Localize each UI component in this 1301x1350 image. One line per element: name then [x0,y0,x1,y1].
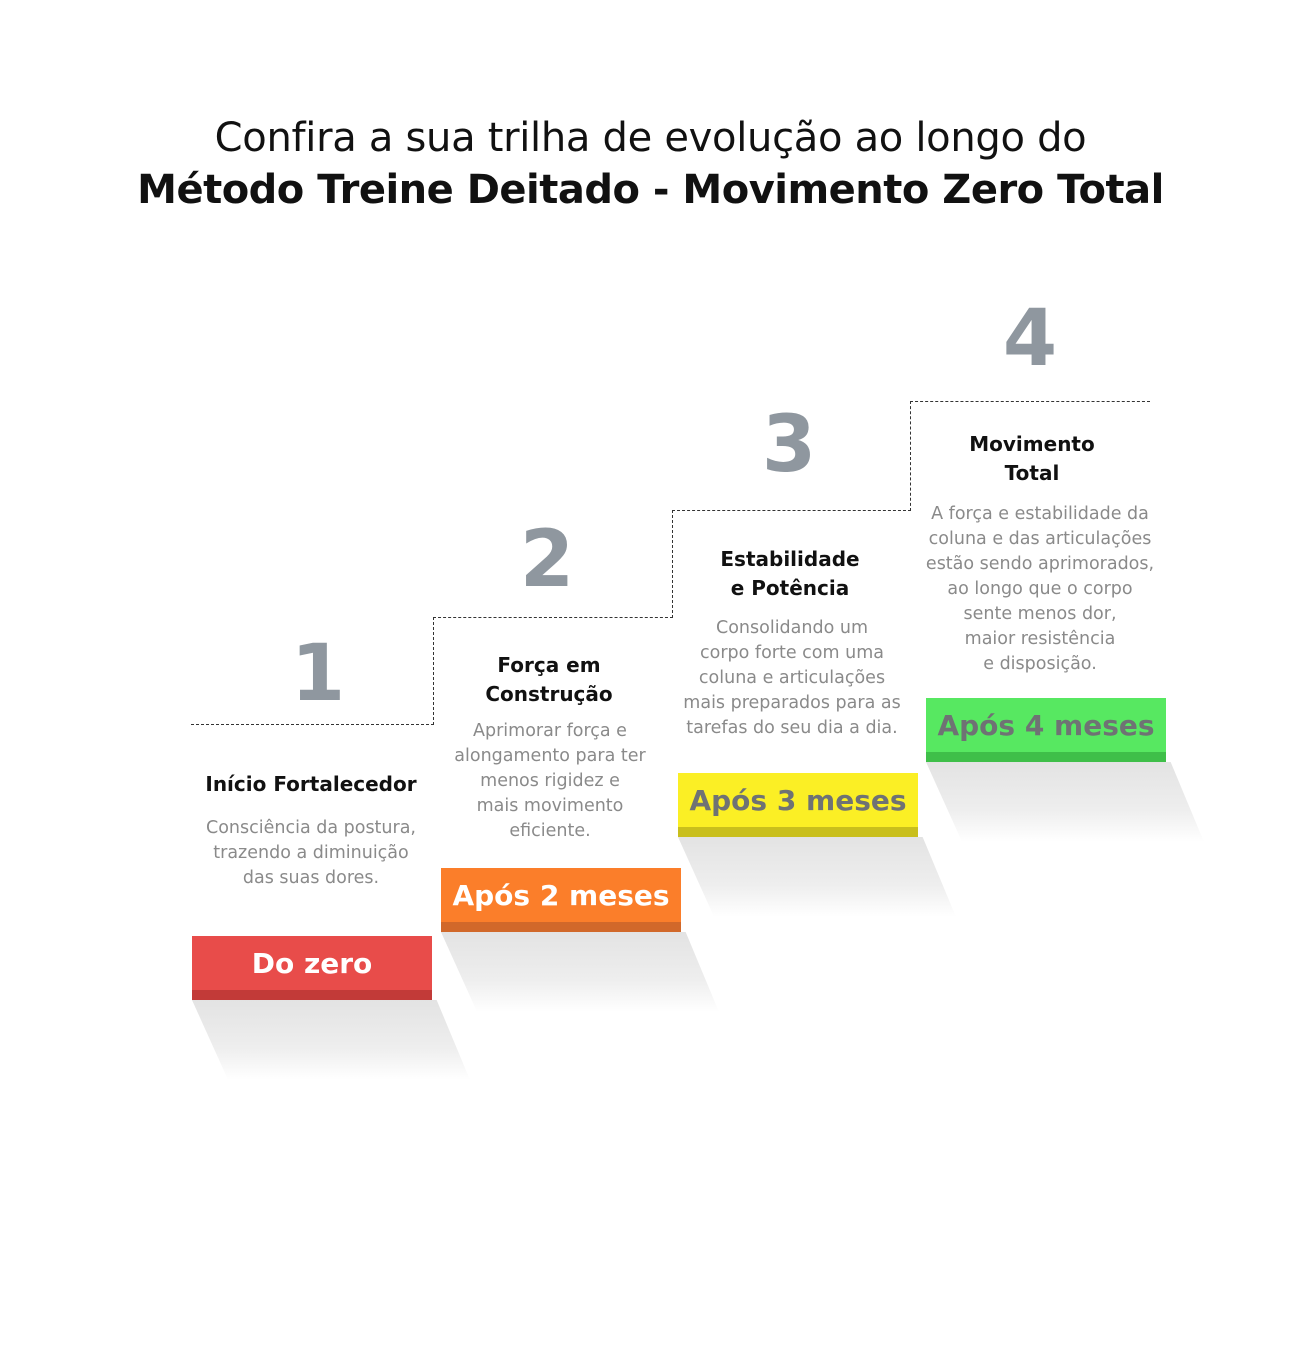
step-badge-foot [192,990,432,1000]
step-description: Aprimorar força e alongamento para ter m… [454,721,646,841]
step-badge-label: Do zero [251,947,373,980]
title-line-1: Confira a sua trilha de evolução ao long… [214,115,1087,161]
step-badge: Após 3 meses [678,773,918,837]
step-badge-label: Após 3 meses [689,784,907,817]
step-badge: Após 2 meses [441,868,681,932]
step-heading: Estabilidade e Potência [720,547,860,600]
step-shadow [926,762,1204,842]
step-number: 3 [761,400,817,490]
step-badge-foot [441,922,681,932]
step-shadow [441,932,719,1012]
step-badge: Do zero [192,936,432,1000]
step-badge-foot [926,752,1166,762]
step-description: Consciência da postura, trazendo a dimin… [205,818,416,888]
step-description: Consolidando um corpo forte com uma colu… [683,618,901,738]
stair-line [433,617,434,725]
step-shadow [192,1000,470,1080]
step-heading: Movimento Total [969,432,1095,485]
page-title: Confira a sua trilha de evolução ao long… [0,112,1301,216]
step-badge-label: Após 4 meses [937,709,1155,742]
step-shadow [678,837,956,917]
step-description: A força e estabilidade da coluna e das a… [925,504,1155,674]
title-line-2: Método Treine Deitado - Movimento Zero T… [137,167,1164,213]
step-number: 4 [1002,294,1058,384]
stair-line [191,724,434,725]
stair-line [672,510,673,618]
step-badge-foot [678,827,918,837]
step-heading: Força em Construção [485,653,613,706]
step-badge: Após 4 meses [926,698,1166,762]
step-number: 2 [519,515,575,605]
step-badge-label: Após 2 meses [452,879,670,912]
stair-line [910,401,1150,402]
step-number: 1 [290,629,346,719]
stair-line [433,617,673,618]
stair-line [672,510,911,511]
step-heading: Início Fortalecedor [205,772,417,796]
stair-line [910,401,911,511]
